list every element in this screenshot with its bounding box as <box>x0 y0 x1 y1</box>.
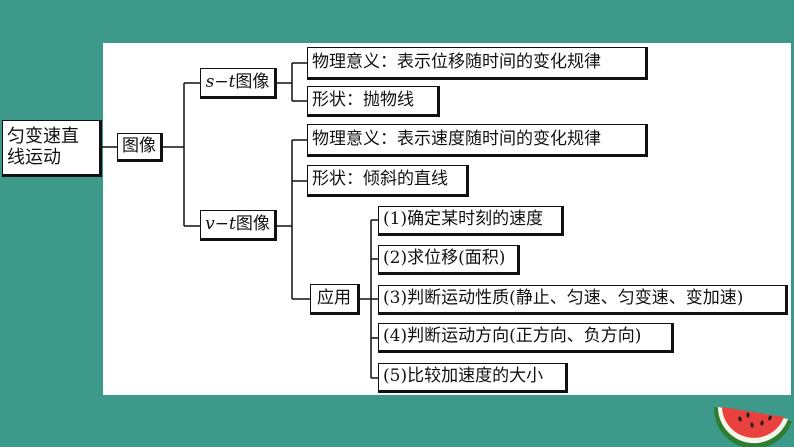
application-item-1: (1)确定某时刻的速度 <box>378 206 564 236</box>
application-item-4: (4)判断运动方向(正方向、负方向) <box>378 323 674 353</box>
image-node: 图像 <box>117 133 163 162</box>
vt-var-v: v <box>205 213 215 234</box>
application-item-2: (2)求位移(面积) <box>378 245 520 275</box>
application-node: 应用 <box>310 284 360 315</box>
st-var-t: t <box>228 71 236 92</box>
root-node: 匀变速直线运动 <box>2 120 102 177</box>
vt-label: 图像 <box>235 213 270 234</box>
vt-meaning-node: 物理意义：表示速度随时间的变化规律 <box>307 124 648 157</box>
application-item-5: (5)比较加速度的大小 <box>378 363 568 393</box>
vt-shape-node: 形状：倾斜的直线 <box>307 165 469 197</box>
watermelon-icon <box>713 407 792 447</box>
vt-dash: − <box>214 213 229 234</box>
st-var-s: s <box>205 71 215 92</box>
application-item-3: (3)判断运动性质(静止、匀速、匀变速、变加速) <box>378 285 788 315</box>
st-label: 图像 <box>235 71 270 92</box>
vt-var-t: t <box>229 213 236 234</box>
st-meaning-node: 物理意义：表示位移随时间的变化规律 <box>307 47 648 80</box>
st-shape-node: 形状：抛物线 <box>307 86 440 117</box>
st-dash: − <box>214 71 229 92</box>
